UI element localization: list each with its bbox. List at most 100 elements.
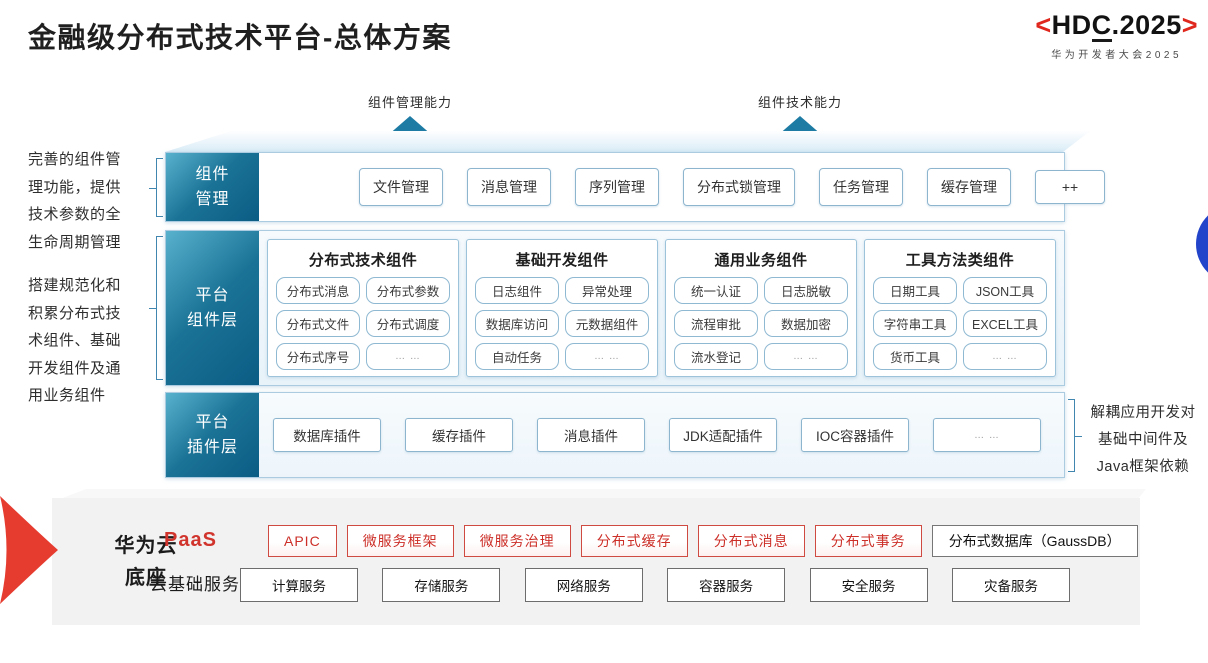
group-title: 分布式技术组件 [308,252,418,269]
pill: 分布式序号 [276,343,360,370]
right-note-line: Java框架依赖 [1096,459,1190,475]
cloud-services-row: 计算服务 存储服务 网络服务 容器服务 安全服务 灾备服务 [240,568,1070,602]
left-note-component-mgmt: 完善的组件管理功能，提供技术参数的全生命周期管理 [28,151,122,251]
group-utility-methods: 工具方法类组件 日期工具 JSON工具 字符串工具 EXCEL工具 货币工具 …… [864,239,1056,377]
cloud-security: 安全服务 [809,568,928,602]
pill: 日期工具 [873,277,957,304]
layer-label-line: 插件层 [186,439,238,456]
arrow-label: 组件管理能力 [367,95,452,110]
pill: 异常处理 [565,277,649,304]
chip-cache-mgmt: 缓存管理 [927,168,1011,206]
right-note-line: 解耦应用开发对 [1090,405,1196,421]
component-groups: 分布式技术组件 分布式消息 分布式参数 分布式文件 分布式调度 分布式序号 … … [259,231,1064,385]
layer-label-line: 平台 [195,287,230,304]
group-title: 工具方法类组件 [905,252,1015,269]
cloud-storage: 存储服务 [382,568,501,602]
pill: 分布式消息 [276,277,360,304]
angle-bracket-right-icon: > [1181,10,1198,40]
chip-file-mgmt: 文件管理 [359,168,443,206]
pill: 自动任务 [475,343,559,370]
layer-label-platform-plugins: 平台 插件层 [166,393,259,477]
pill: JSON工具 [963,277,1047,304]
red-arrow-icon [0,496,58,604]
pill: 分布式参数 [366,277,450,304]
group-common-business: 通用业务组件 统一认证 日志脱敏 流程审批 数据加密 流水登记 … … [665,239,857,377]
foundation-label: 华为云 底座 [108,530,184,594]
hdc-logo-wordmark: <HDC.2025> [1035,10,1198,42]
paas-distributed-cache: 分布式缓存 [580,525,688,557]
pill: 数据库访问 [475,310,559,337]
paas-microservice-governance: 微服务治理 [463,525,571,557]
cloud-network: 网络服务 [524,568,643,602]
group-basic-dev: 基础开发组件 日志组件 异常处理 数据库访问 元数据组件 自动任务 … … [466,239,658,377]
pill: 流程审批 [674,310,758,337]
layer-label-line: 管理 [195,191,230,208]
pill: EXCEL工具 [963,310,1047,337]
platform-top-face [165,131,1090,152]
plug-ioc-container: IOC容器插件 [801,418,909,452]
chip-message-mgmt: 消息管理 [467,168,551,206]
foundation-label-line: 华为云 [114,535,178,557]
pill: 日志组件 [475,277,559,304]
logo-c-underlined: C [1091,10,1112,42]
page-title: 金融级分布式技术平台-总体方案 [28,22,452,53]
logo-hd: HD [1051,10,1092,40]
component-management-items: 文件管理 消息管理 序列管理 分布式锁管理 任务管理 缓存管理 ++ [259,153,1105,221]
plug-cache: 缓存插件 [405,418,513,452]
cloud-disaster-recovery: 灾备服务 [951,568,1070,602]
cloud-services-label: 云基础服务 [150,575,240,594]
paas-services-row: APIC 微服务框架 微服务治理 分布式缓存 分布式消息 分布式事务 分布式数据… [268,525,1138,557]
right-note-line: 基础中间件及 [1098,432,1188,448]
bracket-right [1068,399,1082,472]
chip-plus-plus: ++ [1035,170,1105,204]
foundation-label-line: 底座 [125,567,167,589]
foundation-panel [52,498,1140,625]
paas-apic: APIC [268,525,337,557]
group-items: 统一认证 日志脱敏 流程审批 数据加密 流水登记 … … [674,277,848,370]
angle-bracket-left-icon: < [1035,10,1052,40]
pill: 流水登记 [674,343,758,370]
pill-ellipsis: … … [764,343,848,370]
layer-label-component-management: 组件 管理 [166,153,259,221]
bracket-left-1 [149,158,163,217]
arrow-label: 组件技术能力 [757,95,842,110]
pill: 统一认证 [674,277,758,304]
chip-sequence-mgmt: 序列管理 [575,168,659,206]
plugin-items: 数据库插件 缓存插件 消息插件 JDK适配插件 IOC容器插件 … … [259,393,1064,477]
pill: 分布式调度 [366,310,450,337]
hdc-logo: <HDC.2025> 华为开发者大会2025 [1035,10,1198,61]
left-note-platform-components: 搭建规范化和积累分布式技术组件、基础开发组件及通用业务组件 [28,277,122,404]
pill-ellipsis: … … [565,343,649,370]
plug-message: 消息插件 [537,418,645,452]
blue-circle-decoration [1196,204,1208,284]
pill: 日志脱敏 [764,277,848,304]
pill: 货币工具 [873,343,957,370]
right-note-decoupling: 解耦应用开发对 基础中间件及 Java框架依赖 [1080,400,1206,481]
layer-label-line: 组件层 [186,312,238,329]
layer-label-line: 平台 [195,414,230,431]
cloud-compute: 计算服务 [240,568,358,602]
logo-year: .2025 [1111,10,1182,40]
paas-microservice-framework: 微服务框架 [346,525,454,557]
paas-distributed-message: 分布式消息 [697,525,805,557]
foundation-top-face [60,489,1146,499]
group-title: 通用业务组件 [714,252,808,269]
bracket-left-2 [149,236,163,380]
layer-row-component-management: 组件 管理 文件管理 消息管理 序列管理 分布式锁管理 任务管理 缓存管理 ++ [165,152,1105,222]
layer-row-platform-plugins: 平台 插件层 数据库插件 缓存插件 消息插件 JDK适配插件 IOC容器插件 …… [165,392,1065,478]
pill: 数据加密 [764,310,848,337]
pill: 分布式文件 [276,310,360,337]
chip-task-mgmt: 任务管理 [819,168,903,206]
layer-label-platform-components: 平台 组件层 [166,231,259,385]
plug-database: 数据库插件 [273,418,381,452]
group-title: 基础开发组件 [515,252,609,269]
group-distributed-tech: 分布式技术组件 分布式消息 分布式参数 分布式文件 分布式调度 分布式序号 … … [267,239,459,377]
hdc-logo-subtitle: 华为开发者大会2025 [1051,50,1183,61]
pill-ellipsis: … … [366,343,450,370]
group-items: 分布式消息 分布式参数 分布式文件 分布式调度 分布式序号 … … [276,277,450,370]
layer-label-line: 组件 [195,166,230,183]
pill: 字符串工具 [873,310,957,337]
group-items: 日志组件 异常处理 数据库访问 元数据组件 自动任务 … … [475,277,649,370]
layer-row-platform-components: 平台 组件层 分布式技术组件 分布式消息 分布式参数 分布式文件 分布式调度 分… [165,230,1065,386]
